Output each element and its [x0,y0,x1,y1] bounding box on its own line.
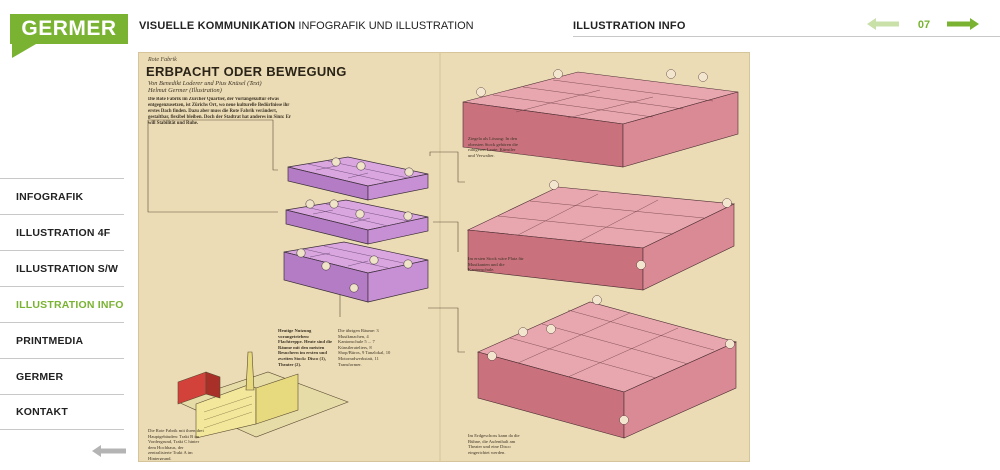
factory-complex [177,351,349,439]
caption-rooms: Die übrigen Räume: 3 Musikmachen, 4 Kant… [338,328,391,367]
section-title: ILLUSTRATION INFO [573,20,686,32]
logo[interactable]: GERMER [10,14,128,44]
nav-item-illustration-info[interactable]: ILLUSTRATION INFO [0,286,124,322]
nav-item-illustration-4f[interactable]: ILLUSTRATION 4F [0,214,124,250]
section-divider [573,36,1000,37]
nav-item-illustration-sw[interactable]: ILLUSTRATION S/W [0,250,124,286]
poster-title: ERBPACHT ODER BEWEGUNG [146,64,347,79]
header-title: VISUELLE KOMMUNIKATION INFOGRAFIK UND IL… [139,20,474,32]
poster-kicker: Rote Fabrik [148,57,177,63]
main-navigation: INFOGRAFIK ILLUSTRATION 4F ILLUSTRATION … [0,178,124,430]
logo-speech-tail [12,44,36,58]
illustration-poster: Rote Fabrik ERBPACHT ODER BEWEGUNG Von B… [138,52,750,462]
back-arrow-icon[interactable] [92,444,126,458]
poster-artwork [147,52,739,462]
nav-item-kontakt[interactable]: KONTAKT [0,394,124,430]
page-number: 07 [917,19,931,31]
floor-stack [283,156,429,303]
caption-top-floor: Ziegela als Lösung: In den obersten Stoc… [468,136,518,158]
previous-page-arrow-icon[interactable] [867,17,899,31]
next-page-arrow-icon[interactable] [947,17,979,31]
logo-text: GERMER [21,17,117,40]
nav-item-printmedia[interactable]: PRINTMEDIA [0,322,124,358]
header-title-strong: VISUELLE KOMMUNIKATION [139,20,296,32]
poster-byline-2: Helmut Germer (Illustration) [148,87,222,94]
nav-item-germer[interactable]: GERMER [0,358,124,394]
upper-floor-room [462,69,739,168]
ground-floor-room [477,295,737,439]
caption-usage: Heutige Nutzung vorangetrieben: Flachtre… [278,328,333,367]
caption-ground-floor: Im Erdgeschoss kann da die Bühne, die Au… [468,433,520,455]
header-title-rest: INFOGRAFIK UND ILLUSTRATION [298,20,474,32]
middle-floor-room [466,180,736,291]
poster-intro: Die Rote Fabrik im Zürcher Quartier, der… [148,97,291,126]
nav-item-infografik[interactable]: INFOGRAFIK [0,178,124,214]
poster-byline-1: Von Benedikt Loderer und Pius Knüsel (Te… [148,80,262,87]
caption-factory: Die Rote Fabrik mit ihren drei Hauptgebä… [148,428,204,460]
caption-middle-floor: Im ersten Stock wäre Platz für Musikante… [468,256,524,273]
